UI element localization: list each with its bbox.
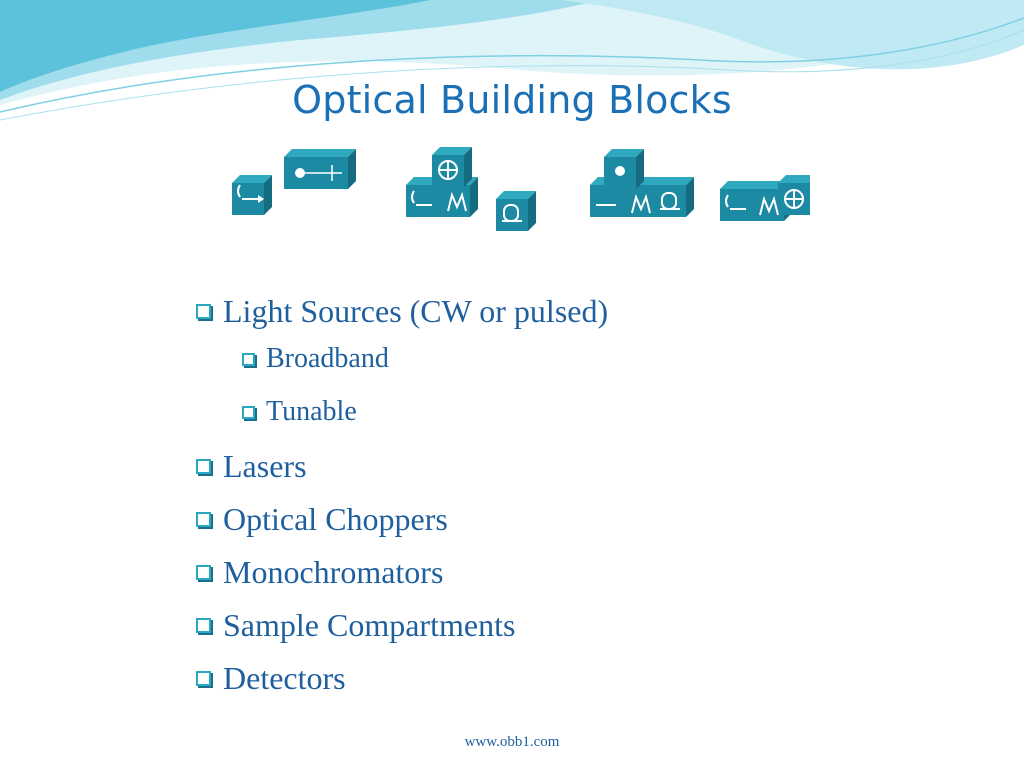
slide-title: Optical Building Blocks — [292, 78, 732, 122]
bullet-text: Monochromators — [223, 554, 444, 590]
square-checkbox-bullet-icon — [196, 512, 211, 527]
header-wave-decoration — [0, 0, 1024, 121]
bullet-text: Optical Choppers — [223, 501, 448, 537]
bullet-text: Lasers — [223, 448, 307, 484]
square-checkbox-bullet-icon — [196, 565, 211, 580]
bullet-item-lasers: Lasers — [196, 440, 608, 493]
square-checkbox-bullet-icon — [196, 671, 211, 686]
bullet-item-sample-compartments: Sample Compartments — [196, 599, 608, 652]
detector-block-icon — [496, 191, 536, 231]
laser-block-icon — [284, 149, 356, 189]
bullet-item-optical-choppers: Optical Choppers — [196, 493, 608, 546]
bullet-text: Broadband — [266, 343, 389, 374]
bullet-text: Sample Compartments — [223, 607, 516, 643]
square-checkbox-bullet-icon — [242, 352, 255, 366]
bullet-item-detectors: Detectors — [196, 652, 608, 705]
monochromator-block-icon — [590, 149, 694, 217]
bullet-item-light-sources: Light Sources (CW or pulsed) — [196, 288, 608, 334]
bullet-item-broadband: Broadband — [196, 334, 608, 384]
square-checkbox-bullet-icon — [196, 459, 211, 474]
bullet-text: Tunable — [266, 396, 357, 427]
bullet-text: Detectors — [223, 660, 346, 696]
chopper-block-icon — [406, 147, 478, 217]
bullet-item-tunable: Tunable — [196, 384, 608, 440]
square-checkbox-bullet-icon — [196, 618, 211, 633]
light-source-block-icon — [232, 175, 272, 215]
sample-compartment-block-icon — [720, 175, 810, 221]
bullet-text: Light Sources (CW or pulsed) — [223, 292, 609, 329]
bullet-list: Light Sources (CW or pulsed) Broadband T… — [196, 288, 608, 705]
footer-url: www.obb1.com — [464, 734, 560, 750]
bullet-item-monochromators: Monochromators — [196, 546, 608, 599]
square-checkbox-bullet-icon — [242, 405, 255, 419]
optical-blocks-illustration — [232, 147, 810, 231]
square-checkbox-bullet-icon — [196, 303, 211, 319]
